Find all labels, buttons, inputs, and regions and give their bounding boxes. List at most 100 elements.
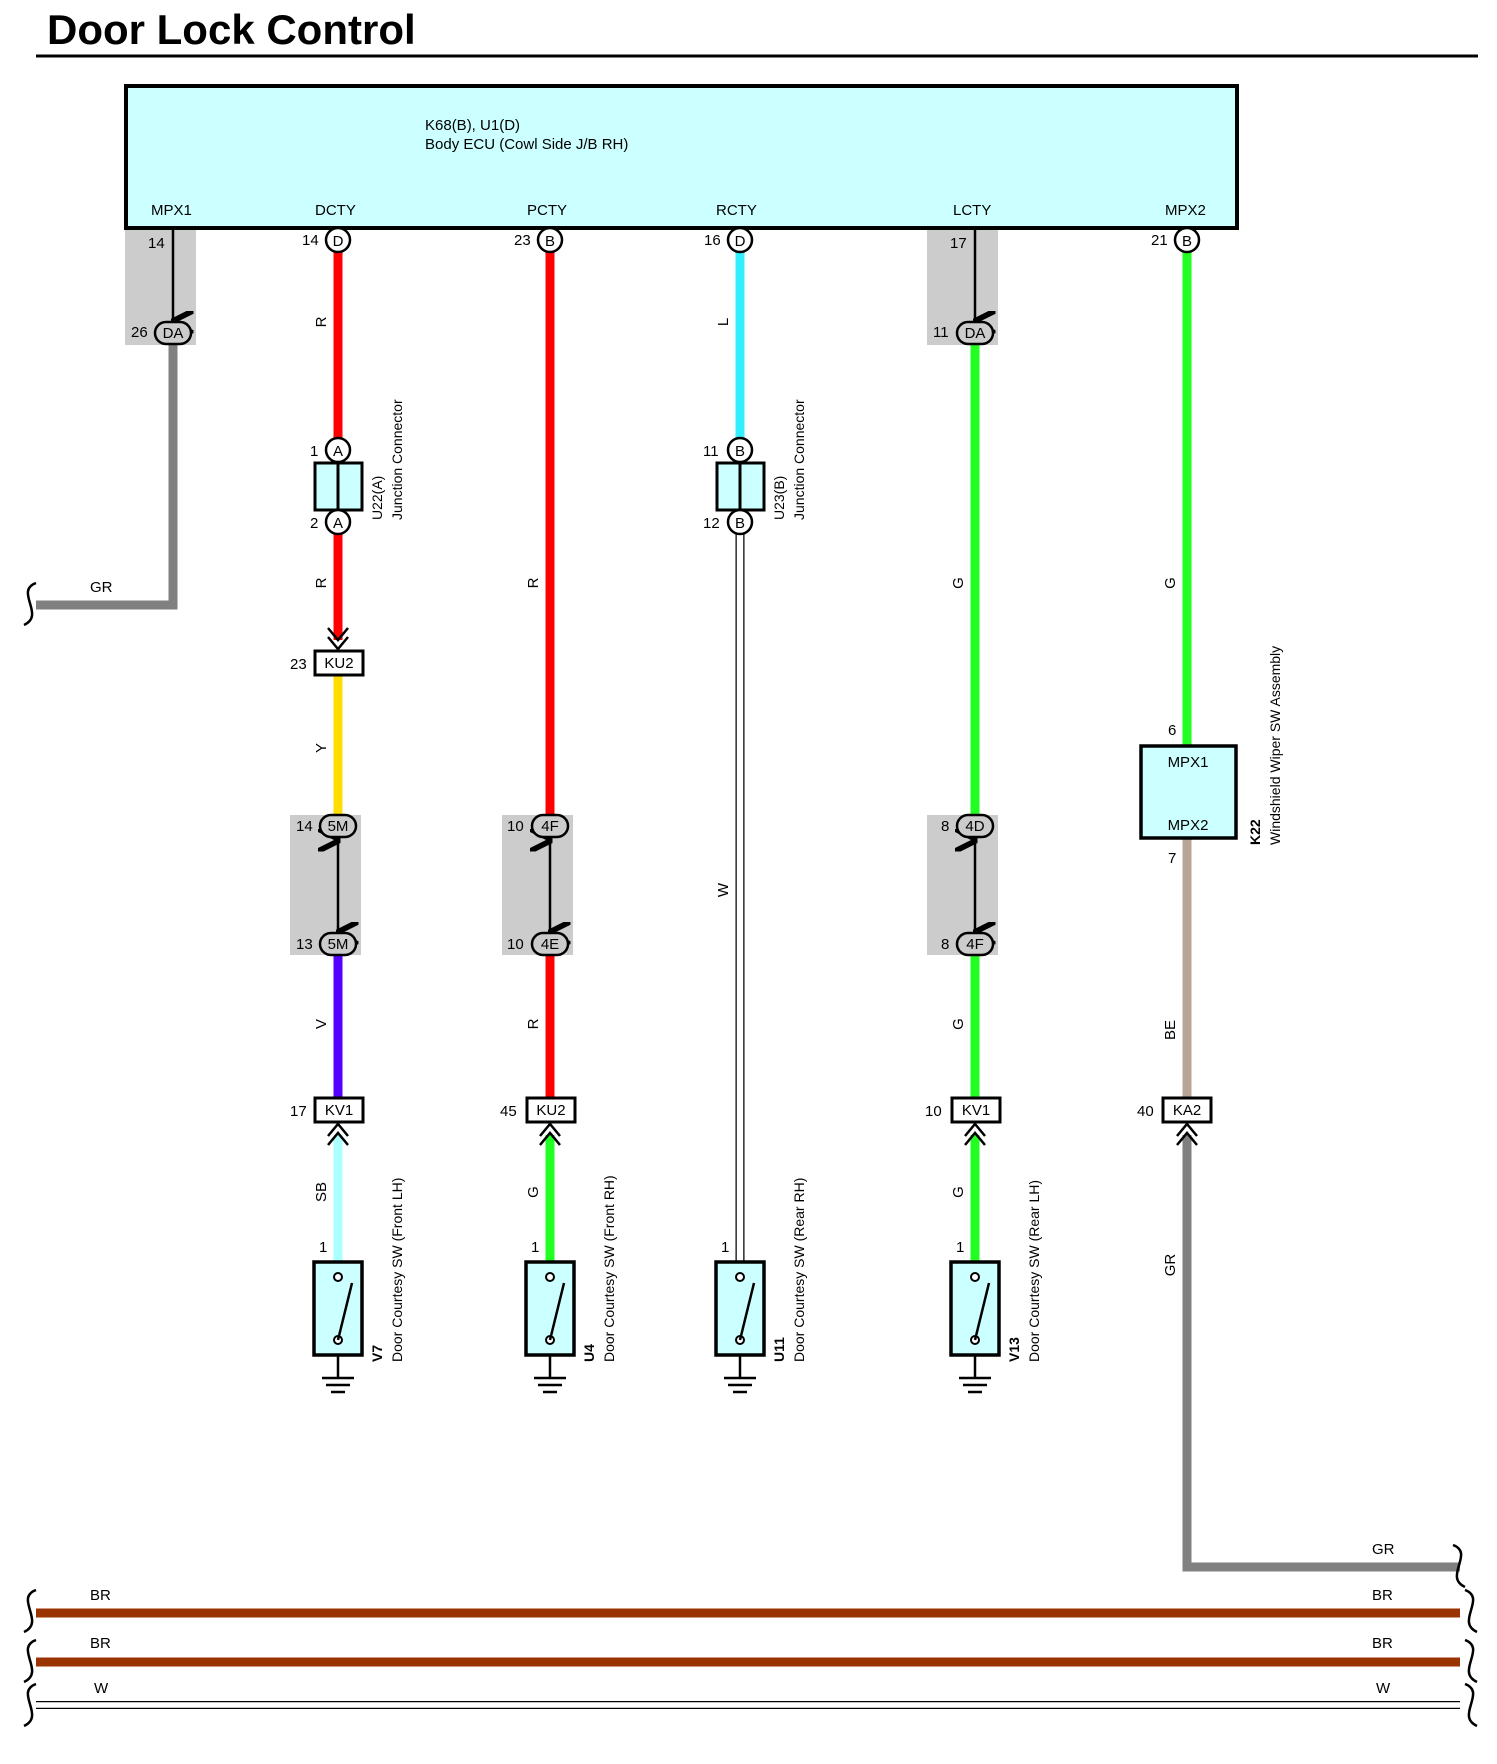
break-mark-br2-left: [23, 1638, 37, 1684]
pin-k22-out: 7: [1168, 850, 1176, 867]
junction-u22-name: Junction Connector: [389, 399, 405, 520]
bus-br1-left-label: BR: [90, 1587, 111, 1604]
wire-label-mpx2-3: GR: [1162, 1254, 1179, 1277]
wiper-sw-name: Windshield Wiper SW Assembly: [1267, 646, 1283, 845]
connector-ku2-dcty-label: KU2: [324, 655, 353, 672]
ecu-terminal-rcty: RCTY: [716, 202, 757, 219]
connector-da-mpx1: [153, 320, 193, 346]
pin-ku2-pcty: 45: [500, 1103, 517, 1120]
ecu-code: K68(B), U1(D): [425, 117, 520, 134]
wire-label-pcty-2: R: [525, 1018, 542, 1029]
ku2-pcty-plug-arrow: [539, 1122, 561, 1146]
connector-5m-bottom-label: 5M: [328, 936, 349, 953]
wire-label-mpx2-1: G: [1162, 577, 1179, 589]
wire-label-lcty-3: G: [950, 1186, 967, 1198]
wire-mpx2-gr: [1182, 1135, 1460, 1572]
pin-dcty-ecu: 14: [302, 232, 319, 249]
connector-kv1-dcty: [313, 1096, 365, 1124]
connector-5m-top: [318, 813, 358, 839]
switch-u11-name: Door Courtesy SW (Rear RH): [791, 1178, 807, 1362]
pin-4f-pcty: 10: [507, 818, 524, 835]
switch-u11-code: U11: [771, 1337, 787, 1362]
break-mark-mpx1-left: [23, 581, 37, 627]
pin-4e-pcty: 10: [507, 936, 524, 953]
break-mark-w-left: [23, 1682, 37, 1728]
pin-switch-u4: 1: [531, 1239, 539, 1256]
wire-label-pcty-3: G: [525, 1186, 542, 1198]
connector-da-lcty: [955, 320, 995, 346]
break-mark-w-right: [1464, 1682, 1478, 1728]
wire-mpx1-gr: [36, 344, 178, 610]
break-mark-br1-right: [1464, 1588, 1478, 1634]
switch-u4: 1 U4 Door Courtesy SW (Front RH): [524, 1175, 617, 1394]
wiper-sw-pin-mpx2: MPX2: [1168, 817, 1209, 834]
connector-da-mpx1-label: DA: [163, 325, 184, 342]
wiper-sw-code: K22: [1247, 819, 1263, 845]
switch-v13-code: V13: [1006, 1337, 1022, 1362]
kv1-lcty-plug-arrow: [964, 1122, 986, 1146]
wire-label-lcty-1: G: [950, 577, 967, 589]
switch-u4-name: Door Courtesy SW (Front RH): [601, 1175, 617, 1362]
pin-pcty-ecu: 23: [514, 232, 531, 249]
body-ecu-box: [124, 84, 1239, 230]
wire-label-dcty-1: R: [313, 316, 330, 327]
pin-u22-out: 2: [310, 515, 318, 532]
switch-v7: 1 V7 Door Courtesy SW (Front LH): [312, 1178, 405, 1394]
pin-ku2-dcty: 23: [290, 656, 307, 673]
pin-lcty-da: 11: [933, 324, 949, 341]
wire-label-dcty-3: Y: [313, 743, 330, 753]
connector-kv1-lcty-label: KV1: [962, 1102, 990, 1119]
connector-u23-in-label: B: [735, 443, 745, 460]
ecu-terminal-lcty: LCTY: [953, 202, 991, 219]
bus-w-right-label: W: [1376, 1680, 1391, 1697]
connector-ku2-pcty-label: KU2: [536, 1102, 565, 1119]
pin-k22-in: 6: [1168, 722, 1176, 739]
pin-4f-lcty: 8: [941, 936, 949, 953]
ecu-terminal-mpx1: MPX1: [151, 202, 192, 219]
pin-5m-top: 14: [296, 818, 313, 835]
wiper-sw-box: [1139, 744, 1238, 840]
wire-label-dcty-4: V: [313, 1019, 330, 1029]
connector-mpx2-ecu-label: B: [1182, 233, 1192, 250]
connector-4e-pcty-label: 4E: [541, 936, 559, 953]
ku2-dcty-plug-arrow: [327, 627, 349, 651]
pin-switch-v7: 1: [319, 1239, 327, 1256]
ka2-plug-arrow: [1176, 1122, 1198, 1146]
connector-u22-in-label: A: [333, 443, 343, 460]
pin-kv1-lcty: 10: [925, 1103, 942, 1120]
kv1-dcty-plug-arrow: [327, 1122, 349, 1146]
connector-4d-lcty: [955, 813, 995, 839]
pin-ka2: 40: [1137, 1103, 1154, 1120]
pin-4d-lcty: 8: [941, 818, 949, 835]
pin-rcty-ecu: 16: [704, 232, 721, 249]
switch-v13: 1 V13 Door Courtesy SW (Rear LH): [949, 1180, 1042, 1394]
ecu-terminal-dcty: DCTY: [315, 202, 356, 219]
connector-4f-lcty: [955, 931, 995, 957]
connector-mpx2-ecu: [1173, 226, 1201, 254]
pin-mpx1-top: 14: [148, 235, 165, 252]
ecu-terminal-mpx2: MPX2: [1165, 202, 1206, 219]
switch-v7-code: V7: [369, 1345, 385, 1362]
connector-kv1-lcty: [950, 1096, 1002, 1124]
junction-u23-name: Junction Connector: [791, 399, 807, 520]
connector-4f-pcty: [530, 813, 570, 839]
connector-5m-top-label: 5M: [328, 818, 349, 835]
wire-label-mpx2-2: BE: [1162, 1020, 1179, 1040]
connector-u22-out: [324, 508, 352, 536]
pin-u23-in: 11: [703, 443, 719, 460]
wiper-sw-pin-mpx1: MPX1: [1168, 754, 1209, 771]
connector-u23-out-label: B: [735, 515, 745, 532]
wire-label-mpx1: GR: [90, 579, 113, 596]
page-title: Door Lock Control: [47, 6, 416, 53]
connector-dcty-ecu: [324, 226, 352, 254]
connector-rcty-ecu: [726, 226, 754, 254]
ecu-name: Body ECU (Cowl Side J/B RH): [425, 136, 628, 153]
junction-u22-code: U22(A): [369, 476, 385, 520]
wire-label-dcty-5: SB: [313, 1182, 330, 1202]
connector-ku2-pcty: [525, 1096, 577, 1124]
switch-v13-name: Door Courtesy SW (Rear LH): [1026, 1180, 1042, 1362]
pin-switch-v13: 1: [956, 1239, 964, 1256]
bus-br1-right-label: BR: [1372, 1587, 1393, 1604]
switch-v7-name: Door Courtesy SW (Front LH): [389, 1178, 405, 1362]
connector-rcty-ecu-label: D: [735, 233, 746, 250]
